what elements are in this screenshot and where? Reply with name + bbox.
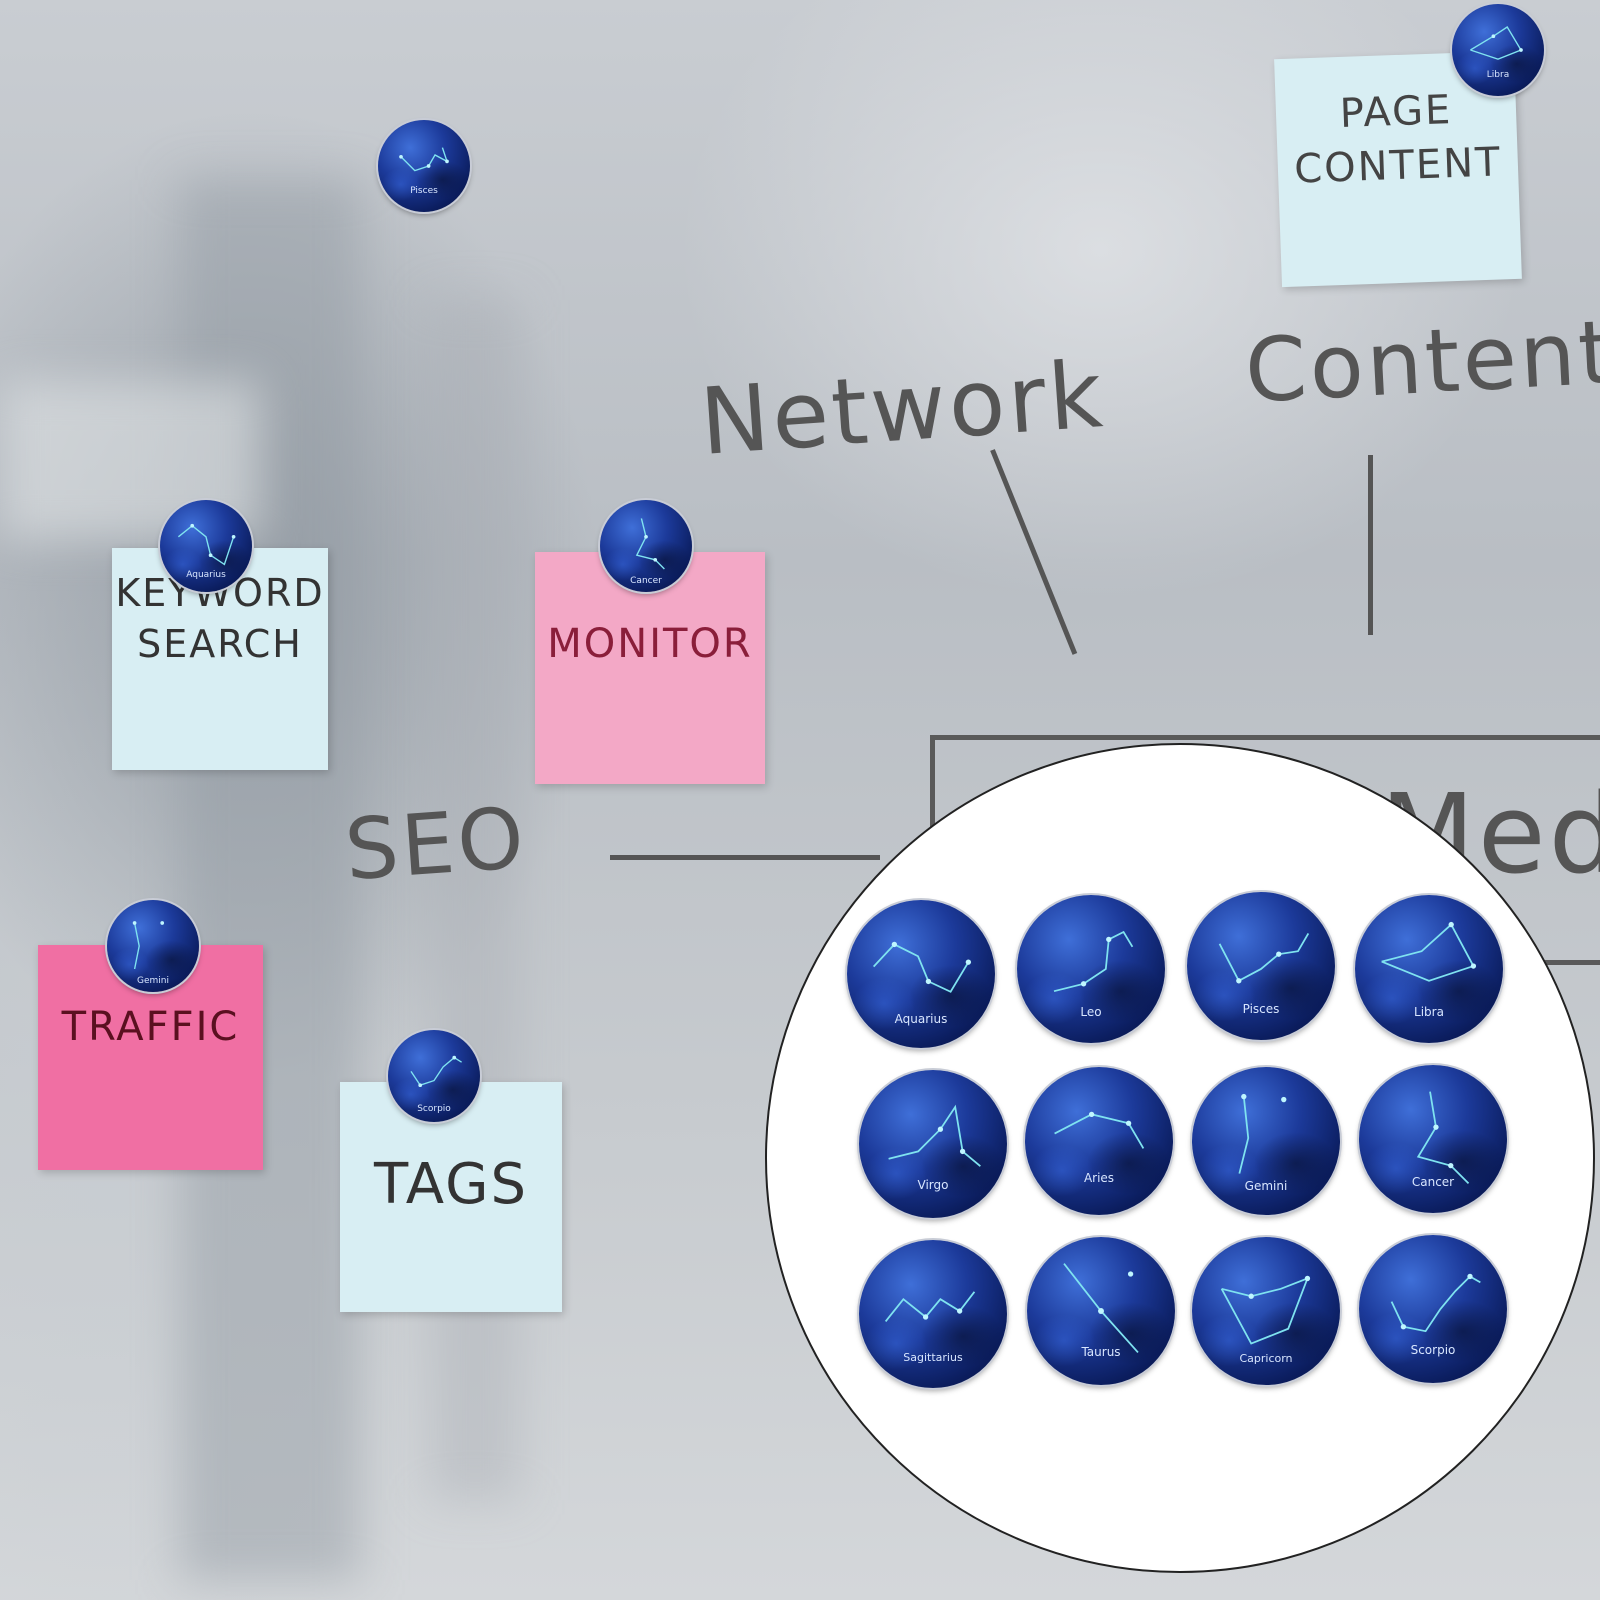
- magnet-label: Libra: [1486, 70, 1510, 80]
- constellation-icon: [635, 518, 665, 570]
- magnet-label: Aries: [1083, 1171, 1115, 1185]
- magnet-virgo: Virgo: [859, 1070, 1007, 1218]
- magnet-cancer: Cancer: [1359, 1065, 1507, 1213]
- magnet-label: Scorpio: [1410, 1343, 1456, 1357]
- constellation-icon: [399, 147, 449, 172]
- magnet-label: Scorpio: [417, 1104, 451, 1114]
- magnet-aries: Aries: [1025, 1067, 1173, 1215]
- magnet-capricorn: Capricorn: [1192, 1237, 1340, 1385]
- magnet-label: Capricorn: [1239, 1352, 1293, 1365]
- constellation-icon: [1381, 921, 1477, 982]
- magnet-libra-on-board: Libra: [1452, 4, 1544, 96]
- constellation-icon: [1063, 1263, 1139, 1354]
- magnet-label: Pisces: [1242, 1002, 1280, 1016]
- magnet-scorpio-on-board: Scorpio: [388, 1030, 480, 1122]
- constellation-icon: [1218, 932, 1310, 984]
- constellation-icon: [1390, 1273, 1481, 1333]
- magnet-taurus: Taurus: [1027, 1237, 1175, 1385]
- constellation-icon: [177, 523, 236, 566]
- constellation-icon: [1053, 930, 1134, 993]
- magnet-label: Gemini: [1244, 1179, 1288, 1193]
- magnet-label: Taurus: [1081, 1345, 1121, 1359]
- magnet-sagittarius: Sagittarius: [859, 1240, 1007, 1388]
- magnet-pisces: Pisces: [1187, 892, 1335, 1040]
- magnet-label: Cancer: [630, 576, 662, 586]
- board-text-network: Network: [696, 340, 1109, 477]
- magnet-aquarius: Aquarius: [847, 900, 995, 1048]
- constellation-icon: [872, 941, 972, 993]
- note-text: PAGE CONTENT: [1293, 87, 1503, 193]
- note-text: TAGS: [373, 1152, 529, 1217]
- constellation-icon: [1416, 1091, 1470, 1185]
- magnet-label: Pisces: [410, 186, 438, 196]
- magnet-label: Leo: [1080, 1005, 1102, 1019]
- arrow-content: [1368, 455, 1373, 635]
- magnet-label: Libra: [1414, 1005, 1444, 1019]
- magnet-pisces-on-board: Pisces: [378, 120, 470, 212]
- magnet-label: Sagittarius: [903, 1351, 963, 1364]
- magnet-label: Aquarius: [186, 570, 226, 580]
- note-text: MONITOR: [547, 621, 753, 667]
- constellation-icon: [1054, 1111, 1145, 1149]
- magnet-label: Gemini: [137, 976, 169, 986]
- constellation-icon: [132, 921, 165, 970]
- board-text-seo: SEO: [341, 788, 530, 900]
- board-text-content: Content: [1242, 300, 1600, 423]
- arrow-network: [990, 449, 1078, 655]
- note-text: TRAFFIC: [61, 1004, 240, 1050]
- constellation-icon: [1470, 26, 1523, 60]
- constellation-icon: [410, 1055, 462, 1088]
- arrow-seo: [610, 855, 880, 860]
- blurred-pillar: [430, 300, 520, 1500]
- magnet-label: Cancer: [1411, 1175, 1455, 1189]
- magnet-gemini-on-board: Gemini: [107, 900, 199, 992]
- magnet-leo: Leo: [1017, 895, 1165, 1043]
- magnet-label: Virgo: [917, 1178, 949, 1192]
- constellation-icon: [884, 1291, 976, 1322]
- magnet-gemini: Gemini: [1192, 1067, 1340, 1215]
- product-inset-circle: Aquarius Leo Pisces Libra Virgo Aries Ge…: [765, 743, 1595, 1573]
- magnet-scorpio: Scorpio: [1359, 1235, 1507, 1383]
- magnet-aquarius-on-board: Aquarius: [160, 500, 252, 592]
- constellation-icon: [1220, 1275, 1311, 1345]
- magnet-libra: Libra: [1355, 895, 1503, 1043]
- constellation-icon: [888, 1104, 981, 1167]
- constellation-icon: [1238, 1093, 1287, 1174]
- magnet-label: Aquarius: [894, 1012, 948, 1026]
- note-text: KEYWORD SEARCH: [115, 571, 325, 667]
- magnet-cancer-on-board: Cancer: [600, 500, 692, 592]
